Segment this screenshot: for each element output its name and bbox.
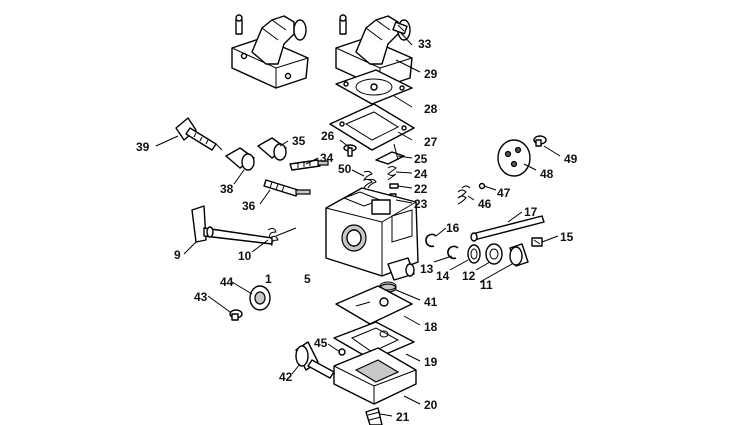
limiter-cap-38 xyxy=(225,147,255,171)
spring-46 xyxy=(457,185,471,205)
adjusting-screw-36 xyxy=(263,179,311,197)
washer-45 xyxy=(338,348,346,356)
spring-10 xyxy=(267,227,297,247)
manifold-cover-left xyxy=(231,14,309,89)
carburetor-body xyxy=(325,187,419,281)
callout-22: 22 xyxy=(414,182,428,196)
leader-lines xyxy=(155,31,561,417)
callout-14: 14 xyxy=(436,269,450,283)
callout-27: 27 xyxy=(424,135,438,149)
inlet-lever xyxy=(375,143,405,165)
ball-47 xyxy=(478,182,486,190)
cover-plate-48 xyxy=(497,139,531,177)
lever-spring xyxy=(387,166,397,181)
callout-45: 45 xyxy=(314,336,328,350)
callout-47: 47 xyxy=(497,186,511,200)
clip-13 xyxy=(447,245,459,260)
callout-23: 23 xyxy=(414,197,428,211)
screw-26 xyxy=(343,144,357,157)
callout-41: 41 xyxy=(424,295,438,309)
callout-12: 12 xyxy=(462,269,476,283)
callout-20: 20 xyxy=(424,398,438,412)
callout-28: 28 xyxy=(424,102,438,116)
pump-gasket xyxy=(329,103,415,151)
callout-11: 11 xyxy=(480,278,493,292)
callout-9: 9 xyxy=(174,248,181,262)
callout-26: 26 xyxy=(321,129,335,143)
callout-29: 29 xyxy=(424,67,438,81)
callout-25: 25 xyxy=(414,152,428,166)
callout-17: 17 xyxy=(524,205,538,219)
shaft-17 xyxy=(470,215,545,242)
cover-plate-44 xyxy=(249,285,271,311)
limiter-cap-35 xyxy=(257,137,287,161)
metering-diaphragm xyxy=(335,285,413,325)
callout-50: 50 xyxy=(338,162,352,176)
washer-12 xyxy=(485,243,503,265)
metering-cover xyxy=(333,347,417,405)
callout-35: 35 xyxy=(292,134,306,148)
callout-labels: 33 29 28 27 26 25 24 22 23 50 34 35 39 3… xyxy=(136,37,578,424)
metering-gasket xyxy=(333,321,415,361)
callout-48: 48 xyxy=(540,167,554,181)
washer-14 xyxy=(467,244,481,264)
cover-screw xyxy=(392,21,408,35)
bushing-11 xyxy=(509,243,529,267)
screw-43 xyxy=(229,309,243,321)
callout-1: 1 xyxy=(265,272,272,286)
adjusting-screw-39 xyxy=(175,117,223,151)
callout-5: 5 xyxy=(304,272,311,286)
callout-39: 39 xyxy=(136,140,150,154)
callout-21: 21 xyxy=(396,410,410,424)
callout-42: 42 xyxy=(279,370,293,384)
adjusting-screw-34 xyxy=(289,159,329,171)
callout-38: 38 xyxy=(220,182,234,196)
callout-10: 10 xyxy=(238,249,252,263)
callout-36: 36 xyxy=(242,199,256,213)
clip-16 xyxy=(425,233,437,248)
callout-33: 33 xyxy=(418,37,432,51)
spring-50 xyxy=(363,170,377,189)
callout-19: 19 xyxy=(424,355,438,369)
callout-24: 24 xyxy=(414,167,428,181)
fitting-42 xyxy=(295,341,335,379)
callout-13: 13 xyxy=(420,262,434,276)
callout-44: 44 xyxy=(220,275,234,289)
lever-pin xyxy=(389,183,399,189)
screw-21 xyxy=(365,407,383,425)
manifold-cover-right xyxy=(335,14,413,89)
callout-46: 46 xyxy=(478,197,492,211)
screw-49 xyxy=(533,135,547,147)
shaft-9 xyxy=(191,205,273,245)
screw-15 xyxy=(531,237,543,247)
callout-18: 18 xyxy=(424,320,438,334)
callout-49: 49 xyxy=(564,152,578,166)
callout-16: 16 xyxy=(446,221,460,235)
callout-15: 15 xyxy=(560,230,574,244)
pump-diaphragm xyxy=(335,69,413,105)
callout-43: 43 xyxy=(194,290,208,304)
callout-34: 34 xyxy=(320,151,334,165)
